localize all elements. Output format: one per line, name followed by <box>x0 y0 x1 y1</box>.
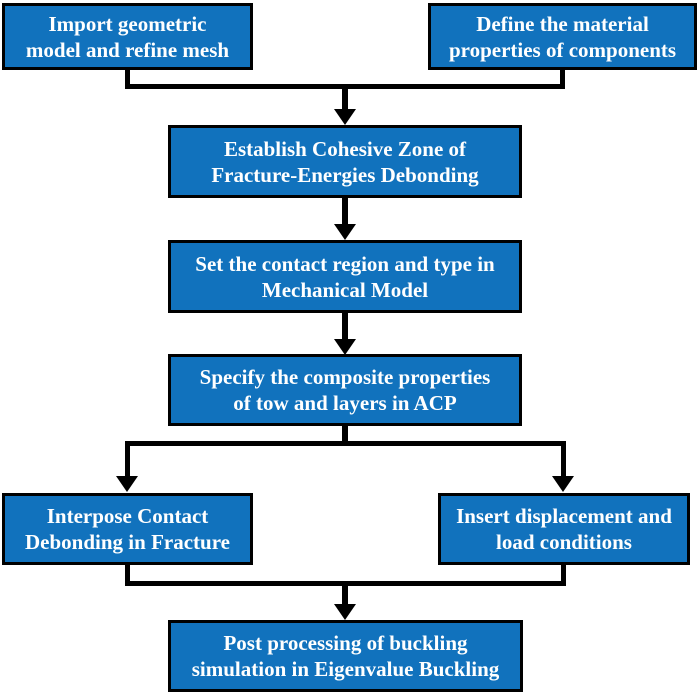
connector-line <box>342 581 348 606</box>
node-label-line: Interpose Contact <box>46 504 209 528</box>
node-define-material-properties: Define the material properties of compon… <box>428 3 697 70</box>
node-label-line: Define the material <box>476 11 649 36</box>
node-label-line: simulation in Eigenvalue Buckling <box>191 657 500 681</box>
node-label-line: load conditions <box>496 530 632 554</box>
connector-line <box>342 424 348 446</box>
node-establish-cohesive-zone: Establish Cohesive Zone of Fracture-Ener… <box>168 125 522 198</box>
connector-line <box>342 84 348 111</box>
node-label-line: model and refine mesh <box>25 37 230 62</box>
node-label-line: Debonding in Fracture <box>25 530 230 554</box>
node-label-line: Establish Cohesive Zone of <box>223 136 467 161</box>
node-label-line: Set the contact region and type in <box>195 251 495 276</box>
node-label-line: properties of components <box>448 37 677 62</box>
connector-line <box>560 68 565 89</box>
arrow-down-icon <box>116 476 138 492</box>
connector-line <box>125 563 130 586</box>
connector-line <box>342 196 348 226</box>
node-label-line: Specify the composite properties <box>199 365 491 389</box>
node-label-line: of tow and layers in ACP <box>233 391 457 415</box>
connector-line <box>561 441 566 477</box>
node-label-line: Fracture-Energies Debonding <box>211 162 479 187</box>
node-import-geometric-model: Import geometric model and refine mesh <box>2 3 253 70</box>
connector-line <box>125 441 130 477</box>
connector-line <box>125 441 566 446</box>
node-label-line: Import geometric <box>48 11 207 36</box>
connector-line <box>342 311 348 341</box>
node-post-processing-buckling: Post processing of buckling simulation i… <box>168 620 523 692</box>
node-interpose-contact-debonding: Interpose Contact Debonding in Fracture <box>2 493 253 565</box>
arrow-down-icon <box>334 604 356 620</box>
arrow-down-icon <box>334 224 356 240</box>
node-label-line: Mechanical Model <box>261 277 429 302</box>
arrow-down-icon <box>334 339 356 355</box>
arrow-down-icon <box>552 476 574 492</box>
arrow-down-icon <box>334 109 356 125</box>
node-insert-displacement-load: Insert displacement and load conditions <box>438 493 690 565</box>
node-label-line: Insert displacement and <box>456 504 672 528</box>
connector-line <box>125 68 130 89</box>
connector-line <box>561 563 566 586</box>
node-label-line: Post processing of buckling <box>223 631 468 655</box>
node-set-contact-region: Set the contact region and type in Mecha… <box>168 240 522 313</box>
node-specify-composite-properties: Specify the composite properties of tow … <box>168 354 522 426</box>
